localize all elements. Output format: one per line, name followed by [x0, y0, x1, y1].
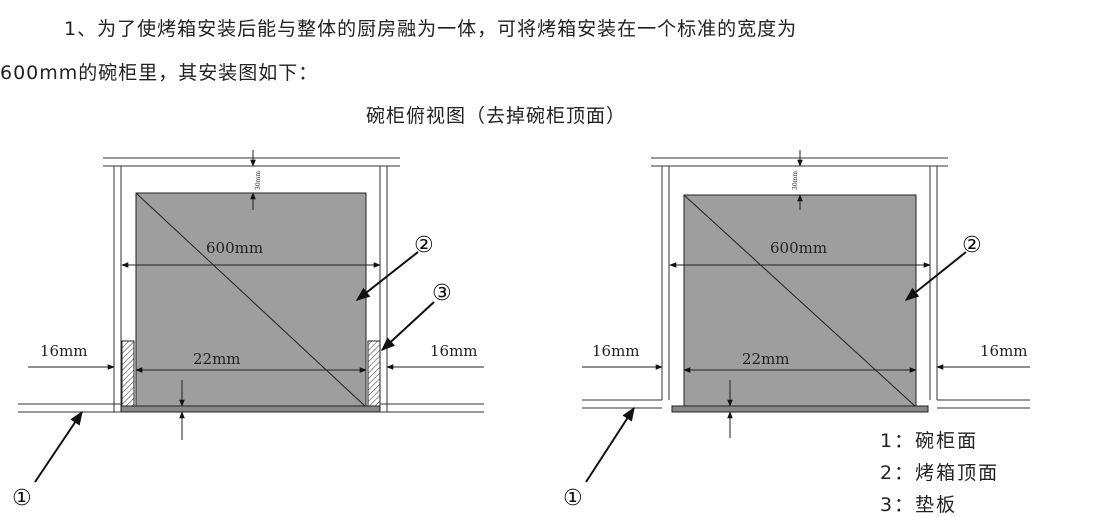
gap-dim-label: 22mm [193, 350, 241, 368]
callout-2-right: ② [962, 233, 982, 258]
top-gap-label: 30mm [255, 171, 262, 190]
callout-3: ③ [432, 281, 452, 306]
pad-left [121, 340, 135, 408]
callout-1: ① [12, 486, 32, 511]
legend: 1：碗柜面 2：烤箱顶面 3：垫板 [880, 425, 999, 517]
callout-2: ② [414, 233, 434, 258]
width-dim-label-right: 600mm [770, 239, 827, 257]
gap-dim-label-right: 22mm [742, 350, 790, 368]
paragraph-line-1: 1、为了使烤箱安装后能与整体的厨房融为一体，可将烤箱安装在一个标准的宽度为 [64, 18, 798, 40]
diagram-caption: 碗柜俯视图（去掉碗柜顶面） [366, 105, 627, 127]
legend-item-1: 1：碗柜面 [880, 430, 979, 452]
legend-item-3: 3：垫板 [880, 494, 958, 516]
width-dim-label: 600mm [206, 239, 263, 257]
diagram-left: 600mm 30mm 16mm 16mm 22mm ① ② ③ [12, 150, 484, 511]
top-gap-label-right: 30mm [792, 171, 799, 190]
diagram-right: 600mm 30mm 16mm 16mm 22mm ① ② [563, 150, 1030, 511]
callout-1-right: ① [563, 486, 583, 511]
paragraph-line-2: 600mm的碗柜里，其安装图如下： [0, 62, 319, 84]
side-dim-label-left: 16mm [40, 342, 88, 360]
side-dim-label-right-r: 16mm [980, 342, 1028, 360]
side-dim-label-right: 16mm [430, 342, 478, 360]
pad-right [367, 340, 381, 408]
side-dim-label-left-r: 16mm [592, 342, 640, 360]
legend-item-2: 2：烤箱顶面 [880, 462, 1000, 484]
